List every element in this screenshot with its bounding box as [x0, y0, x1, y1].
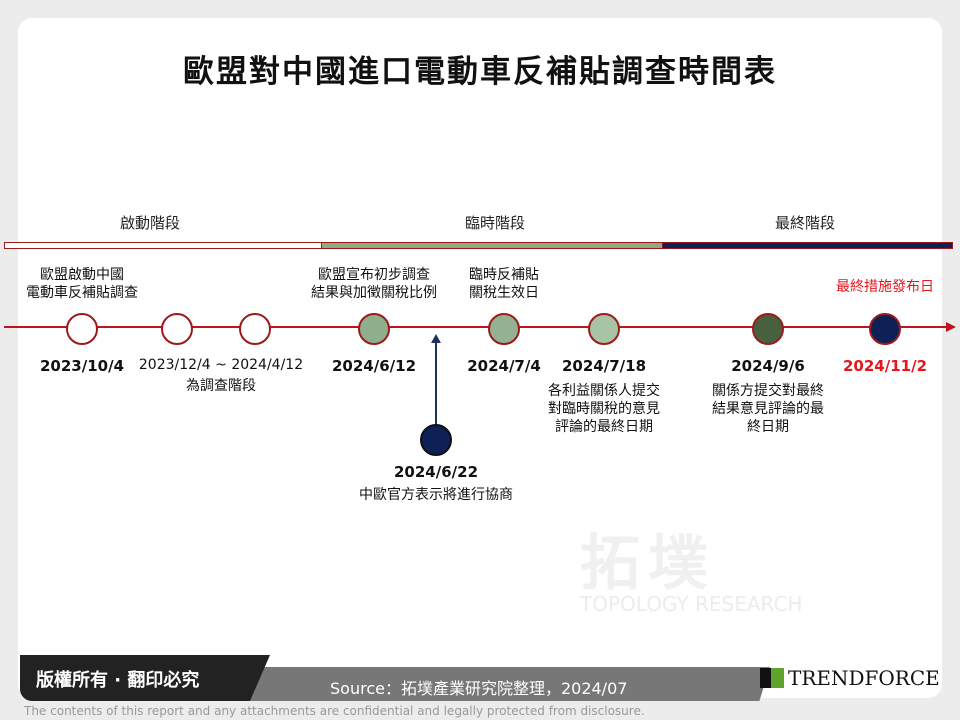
watermark: 拓墣	[580, 529, 716, 599]
event-date: 2023/10/4	[39, 357, 125, 375]
timeline-node	[752, 313, 784, 345]
phase-bar-start	[4, 242, 322, 249]
branch-arrowhead	[431, 334, 441, 343]
timeline-node	[358, 313, 390, 345]
trendforce-logo: TRENDFORCE	[760, 666, 940, 690]
logo-mark-icon	[760, 668, 784, 688]
timeline-node	[588, 313, 620, 345]
branch-description: 中歐官方表示將進行協商	[359, 487, 513, 503]
event-description: 評論的最終日期	[555, 419, 653, 435]
event-description: 臨時反補貼	[469, 267, 539, 283]
branch-connector	[435, 342, 437, 430]
timeline-node-branch	[420, 424, 452, 456]
event-date: 2024/9/6	[731, 357, 805, 375]
logo-text: TRENDFORCE	[788, 666, 940, 690]
event-date: 2024/7/18	[561, 357, 647, 375]
source: Source：拓墣產業研究院整理，2024/07	[330, 679, 628, 698]
disclaimer: The contents of this report and any atta…	[24, 704, 645, 718]
timeline-arrowhead	[946, 322, 956, 332]
event-date: 2024/11/2	[842, 357, 928, 375]
timeline-node	[66, 313, 98, 345]
event-description: 最終措施發布日	[836, 279, 934, 295]
timeline-axis	[4, 326, 948, 328]
timeline-node	[239, 313, 271, 345]
copyright: 版權所有 · 翻印必究	[36, 670, 200, 691]
event-date: 2024/7/4	[467, 357, 541, 375]
page-title: 歐盟對中國進口電動車反補貼調查時間表	[183, 54, 777, 90]
phase-label-final: 最終階段	[774, 214, 835, 232]
event-description: 歐盟宣布初步調查	[318, 267, 430, 283]
event-description: 終日期	[747, 419, 789, 435]
event-description: 對臨時關稅的意見	[548, 401, 660, 417]
event-description: 結果與加徵關稅比例	[311, 285, 437, 301]
event-description: 結果意見評論的最	[712, 401, 824, 417]
event-description: 各利益關係人提交	[548, 383, 660, 399]
event-description: 為調查階段	[186, 378, 256, 394]
event-date: 2024/6/12	[331, 357, 417, 375]
branch-date: 2024/6/22	[393, 463, 479, 481]
event-description: 關稅生效日	[469, 285, 539, 301]
timeline-node	[161, 313, 193, 345]
event-date: 2023/12/4 ~ 2024/4/12	[138, 357, 304, 373]
footer-bar	[240, 667, 770, 701]
event-description: 歐盟啟動中國	[40, 267, 124, 283]
footer-copyright-bar	[20, 655, 270, 701]
watermark-en: TOPOLOGY RESEARCH	[580, 592, 803, 616]
phase-label-start: 啟動階段	[119, 214, 180, 232]
phase-bar-provisional	[321, 242, 663, 249]
phase-bar-final	[662, 242, 953, 249]
timeline-node	[488, 313, 520, 345]
slide	[18, 18, 942, 698]
phase-label-provisional: 臨時階段	[464, 214, 525, 232]
timeline-node	[869, 313, 901, 345]
event-description: 電動車反補貼調查	[26, 285, 138, 301]
event-description: 關係方提交對最終	[712, 383, 824, 399]
